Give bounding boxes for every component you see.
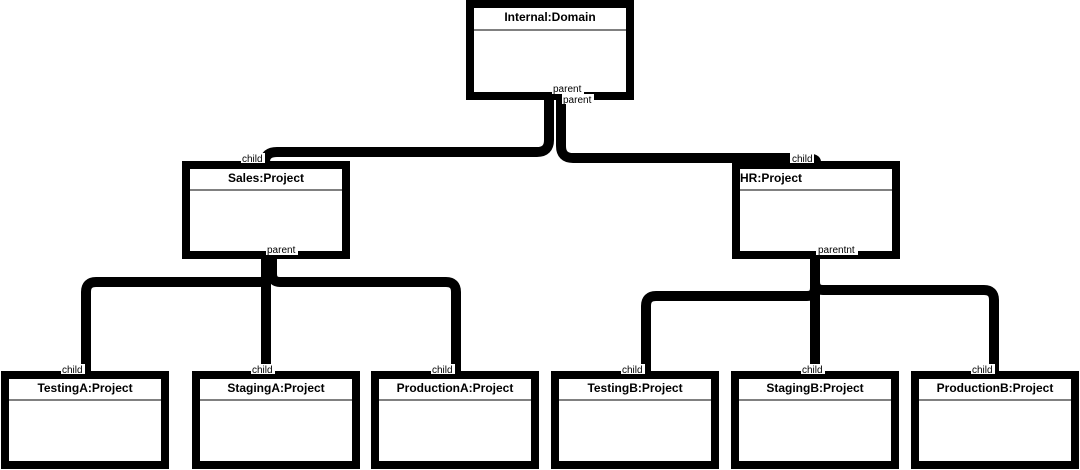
node-stagingb-project: StagingB:Project <box>731 371 899 469</box>
connector-hr-productionb <box>810 258 999 372</box>
node-title: ProductionA:Project <box>397 381 514 395</box>
role-label-child: child <box>972 365 993 376</box>
node-title: StagingA:Project <box>227 381 324 395</box>
connectors <box>81 100 999 372</box>
role-label-child: child <box>802 365 823 376</box>
role-label-child: child <box>62 365 83 376</box>
role-label-parent: parent <box>553 84 582 95</box>
role-label-child: child <box>252 365 273 376</box>
role-label-child: child <box>792 154 813 165</box>
node-testinga-project: TestingA:Project <box>1 371 169 469</box>
role-label-child: child <box>432 365 453 376</box>
node-sales-project: Sales:Project <box>182 161 350 259</box>
role-label-parent: parent <box>267 245 296 256</box>
node-internal-domain: Internal:Domain <box>466 0 634 100</box>
node-hr-project: HR:Project <box>732 161 900 259</box>
node-title: Sales:Project <box>228 171 304 185</box>
node-testingb-project: TestingB:Project <box>551 371 719 469</box>
connector-internal-hr <box>556 100 821 165</box>
node-staginga-project: StagingA:Project <box>192 371 360 469</box>
connector-sales-testinga <box>81 258 273 372</box>
node-title: TestingB:Project <box>587 381 682 395</box>
node-title: Internal:Domain <box>504 10 595 24</box>
node-title: ProductionB:Project <box>937 381 1054 395</box>
role-labels: parent parent child child parent parentn… <box>61 84 995 376</box>
connector-hr-testingb <box>641 258 820 372</box>
role-label-child: child <box>242 154 263 165</box>
role-label-parent: parentnt <box>818 245 855 256</box>
connector-sales-productiona <box>267 258 461 372</box>
role-label-child: child <box>622 365 643 376</box>
node-title: StagingB:Project <box>766 381 863 395</box>
node-productionb-project: ProductionB:Project <box>911 371 1079 469</box>
connector-internal-sales <box>260 100 554 163</box>
role-label-parent: parent <box>563 95 592 106</box>
node-productiona-project: ProductionA:Project <box>371 371 539 469</box>
node-title: HR:Project <box>740 171 802 185</box>
node-title: TestingA:Project <box>37 381 132 395</box>
